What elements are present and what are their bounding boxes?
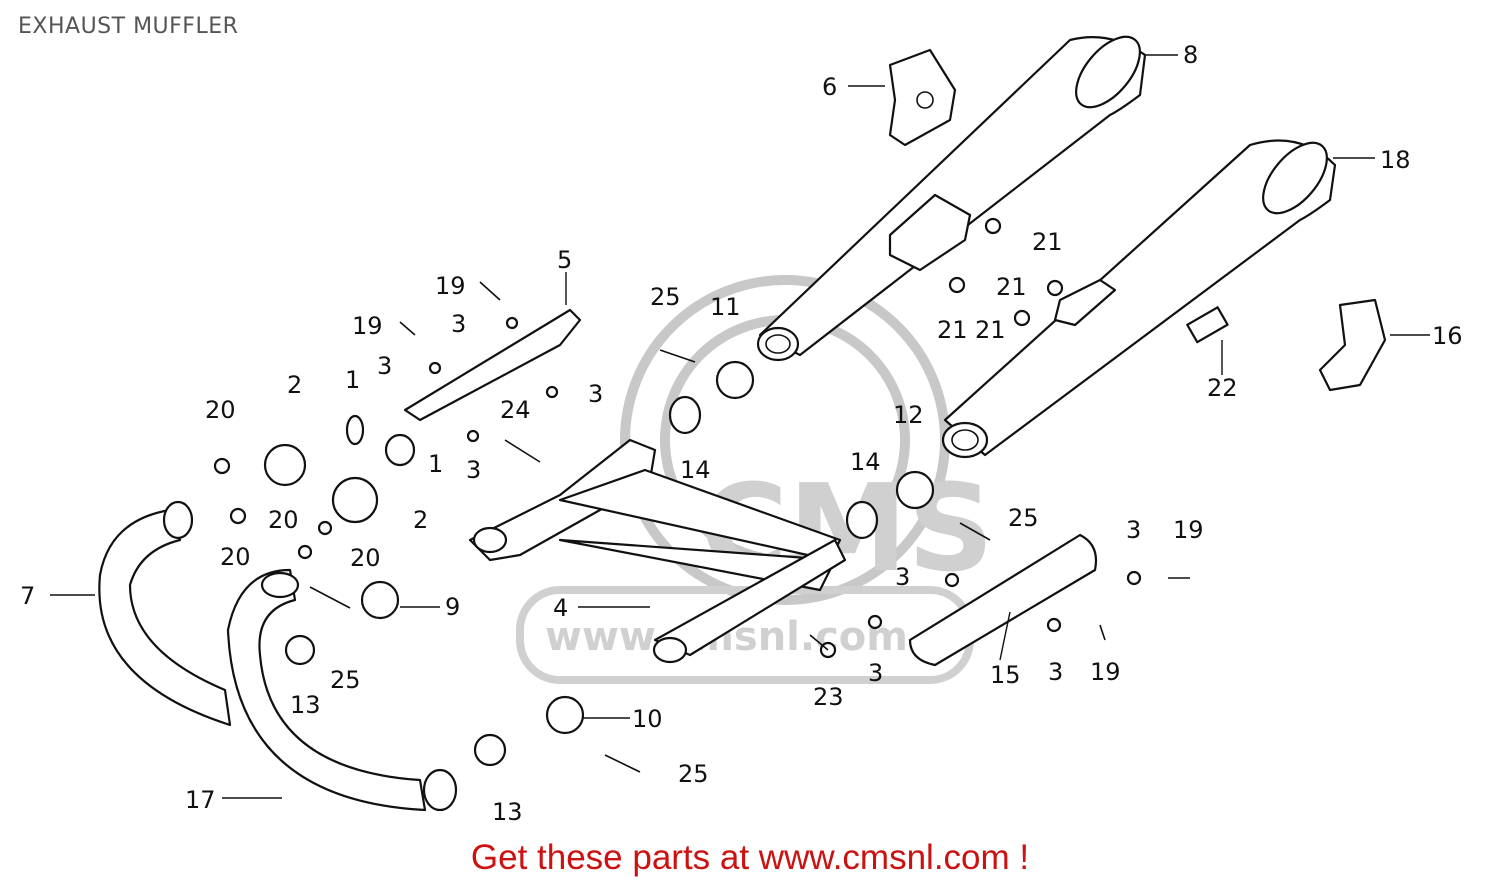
clamp-10 bbox=[545, 695, 585, 735]
callout-2a: 2 bbox=[287, 371, 302, 399]
gasket-13a bbox=[284, 634, 316, 666]
callout-3d: 3 bbox=[466, 456, 481, 484]
callout-3h: 3 bbox=[1048, 658, 1063, 686]
callout-21d: 21 bbox=[975, 316, 1006, 344]
callout-17: 17 bbox=[185, 786, 216, 814]
callout-19c: 19 bbox=[1173, 516, 1204, 544]
callout-13b: 13 bbox=[492, 798, 523, 826]
gasket-14a bbox=[668, 395, 702, 435]
callout-5: 5 bbox=[557, 246, 572, 274]
callout-20c: 20 bbox=[220, 543, 251, 571]
callout-3e: 3 bbox=[1126, 516, 1141, 544]
callout-labels: 8 6 18 21 21 21 21 16 22 5 19 19 3 3 3 3… bbox=[20, 41, 1463, 826]
muffler-upper bbox=[756, 35, 1147, 362]
callout-2b: 2 bbox=[413, 506, 428, 534]
callout-21b: 21 bbox=[996, 273, 1027, 301]
callout-3f: 3 bbox=[895, 563, 910, 591]
callout-21c: 21 bbox=[937, 316, 968, 344]
callout-8: 8 bbox=[1183, 41, 1198, 69]
callout-1b: 1 bbox=[428, 450, 443, 478]
callout-19a: 19 bbox=[435, 272, 466, 300]
sensor-22 bbox=[1186, 306, 1229, 344]
callout-19d: 19 bbox=[1090, 658, 1121, 686]
callout-3a: 3 bbox=[451, 310, 466, 338]
cross-pipe bbox=[468, 438, 847, 664]
callout-20d: 20 bbox=[350, 544, 381, 572]
gasket-1b bbox=[384, 433, 416, 467]
callout-10: 10 bbox=[632, 705, 663, 733]
callout-12: 12 bbox=[893, 401, 924, 429]
callout-25a: 25 bbox=[650, 283, 681, 311]
callout-20b: 20 bbox=[268, 506, 299, 534]
callout-25b: 25 bbox=[1008, 504, 1039, 532]
callout-15: 15 bbox=[990, 661, 1021, 689]
callout-25c: 25 bbox=[330, 666, 361, 694]
leader-lines bbox=[50, 54, 1430, 799]
clamp-9 bbox=[360, 580, 400, 620]
callout-7: 7 bbox=[20, 582, 35, 610]
bracket-16 bbox=[1318, 298, 1387, 392]
callout-23: 23 bbox=[813, 683, 844, 711]
joint-collar-2b bbox=[331, 476, 379, 524]
exhaust-pipe-7 bbox=[98, 508, 232, 727]
callout-6: 6 bbox=[822, 73, 837, 101]
callout-25d: 25 bbox=[678, 760, 709, 788]
heat-shield-5 bbox=[403, 308, 582, 422]
clamp-12 bbox=[895, 470, 935, 510]
callout-3g: 3 bbox=[868, 659, 883, 687]
promo-link[interactable]: Get these parts at www.cmsnl.com ! bbox=[470, 838, 1030, 877]
gasket-13b bbox=[473, 733, 507, 767]
callout-20a: 20 bbox=[205, 396, 236, 424]
callout-16: 16 bbox=[1432, 322, 1463, 350]
callout-24: 24 bbox=[500, 396, 531, 424]
callout-14b: 14 bbox=[850, 448, 881, 476]
callout-22: 22 bbox=[1207, 374, 1238, 402]
callout-3b: 3 bbox=[377, 352, 392, 380]
callout-14a: 14 bbox=[680, 456, 711, 484]
muffler-lower bbox=[941, 139, 1337, 459]
callout-21a: 21 bbox=[1032, 228, 1063, 256]
exhaust-pipe-17 bbox=[226, 568, 427, 812]
callout-1a: 1 bbox=[345, 366, 360, 394]
callout-9: 9 bbox=[445, 593, 460, 621]
page-title: EXHAUST MUFFLER bbox=[18, 14, 239, 39]
bracket-6 bbox=[888, 48, 957, 147]
callout-4: 4 bbox=[553, 594, 568, 622]
callout-19b: 19 bbox=[352, 312, 383, 340]
callout-18: 18 bbox=[1380, 146, 1411, 174]
fasteners bbox=[213, 217, 1190, 773]
callout-13a: 13 bbox=[290, 691, 321, 719]
gasket-1a bbox=[345, 414, 365, 446]
callout-11: 11 bbox=[710, 293, 741, 321]
gasket-14b bbox=[845, 500, 879, 540]
heat-shield-15 bbox=[908, 533, 1098, 667]
joint-collar-2a bbox=[263, 443, 307, 487]
callout-3c: 3 bbox=[588, 380, 603, 408]
clamp-11 bbox=[715, 360, 755, 400]
